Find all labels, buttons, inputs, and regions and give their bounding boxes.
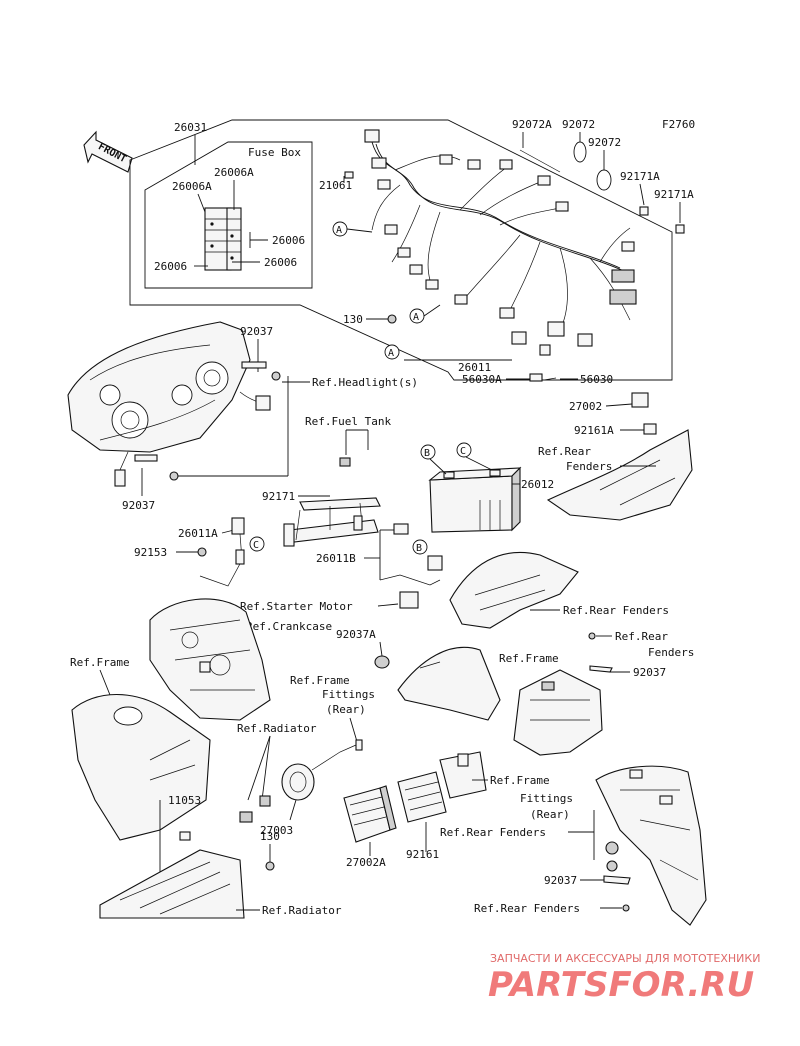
part-label-26006-right-1: 26006 <box>272 234 305 247</box>
ref-frame-fittings-1-c: (Rear) <box>326 703 366 716</box>
ref-rear-fenders-3-b: Fenders <box>648 646 694 659</box>
rear-fender-lower <box>595 765 707 926</box>
ref-radiator-1: Ref.Radiator <box>237 722 317 735</box>
callout-b-1 <box>420 444 436 460</box>
main-wiring-harness <box>344 129 637 356</box>
part-label-27002A: 27002A <box>346 856 386 869</box>
part-label-92072A: 92072A <box>512 118 552 131</box>
ref-rear-fenders-1-a: Ref.Rear <box>538 445 591 458</box>
part-label-92037-right: 92037 <box>633 666 666 679</box>
ref-starter-motor: Ref.Starter Motor <box>240 600 353 613</box>
fuel-tank-subharness <box>283 457 381 547</box>
part-label-26011B: 26011B <box>316 552 356 565</box>
part-label-92171A-1: 92171A <box>620 170 660 183</box>
harness-group-outline <box>129 119 673 381</box>
callout-b-1-label: B <box>424 448 430 459</box>
ref-fuel-tank: Ref.Fuel Tank <box>305 415 391 428</box>
callout-b-2 <box>412 539 428 555</box>
callout-a-3 <box>384 344 400 360</box>
horn-27003 <box>239 739 363 823</box>
part-label-92037-upper: 92037 <box>240 325 273 338</box>
callout-a-3-label: A <box>388 348 394 359</box>
ecu-27002A <box>343 785 397 843</box>
part-label-26006-left: 26006 <box>154 260 187 273</box>
part-label-92161A: 92161A <box>574 424 614 437</box>
part-label-92161: 92161 <box>406 848 439 861</box>
watermark-tagline: ЗАПЧАСТИ И АКСЕССУАРЫ ДЛЯ МОТОТЕХНИКИ <box>490 952 760 965</box>
ref-frame-middle: Ref.Frame <box>499 652 559 665</box>
part-label-92037-bottom: 92037 <box>544 874 577 887</box>
radiator <box>99 831 245 919</box>
ref-radiator-2: Ref.Radiator <box>262 904 342 917</box>
ref-rear-fenders-3-a: Ref.Rear <box>615 630 668 643</box>
part-label-26012: 26012 <box>521 478 554 491</box>
rear-fender-upper <box>546 429 693 521</box>
part-label-26006A-left: 26006A <box>172 180 212 193</box>
callout-c-1-label: C <box>460 446 466 457</box>
part-label-130-upper: 130 <box>343 313 363 326</box>
part-label-92171: 92171 <box>262 490 295 503</box>
watermark-brand: PARTSFOR.RU <box>488 965 754 1005</box>
part-label-92037A: 92037A <box>336 628 376 641</box>
ref-frame-fittings-2-a: Ref.Frame <box>490 774 550 787</box>
part-label-92171A-2: 92171A <box>654 188 694 201</box>
crankcase <box>149 598 271 721</box>
part-label-26006A-upper: 26006A <box>214 166 254 179</box>
ref-frame-left: Ref.Frame <box>70 656 130 669</box>
part-label-27002: 27002 <box>569 400 602 413</box>
part-label-26006-right-2: 26006 <box>264 256 297 269</box>
ref-frame-fittings-2-c: (Rear) <box>530 808 570 821</box>
part-label-92072-2: 92072 <box>588 136 621 149</box>
figure-code: F2760 <box>662 118 695 131</box>
part-label-11053: 11053 <box>168 794 201 807</box>
ref-frame-fittings-1-b: Fittings <box>322 688 375 701</box>
part-label-92037-lower: 92037 <box>122 499 155 512</box>
part-label-56030A: 56030A <box>462 373 502 386</box>
callout-a-2-label: A <box>413 312 419 323</box>
ref-headlight: Ref.Headlight(s) <box>312 376 418 389</box>
part-label-56030: 56030 <box>580 373 613 386</box>
part-label-92153: 92153 <box>134 546 167 559</box>
callout-c-2 <box>249 536 265 552</box>
callout-b-2-label: B <box>416 543 422 554</box>
ref-rear-fenders-1-b: Fenders <box>566 460 612 473</box>
part-label-130-lower: 130 <box>260 830 280 843</box>
part-label-27003: 27003 <box>260 824 293 837</box>
part-label-26011A: 26011A <box>178 527 218 540</box>
fuse-box-title: Fuse Box <box>248 146 301 159</box>
fuse-box: Fuse Box <box>144 141 313 289</box>
starter-relay <box>399 591 419 609</box>
relay-27002 <box>631 392 649 408</box>
headlight-assembly <box>67 321 271 487</box>
part-label-92072-1: 92072 <box>562 118 595 131</box>
battery <box>428 466 522 533</box>
ref-frame-fittings-2-b: Fittings <box>520 792 573 805</box>
frame-left <box>71 694 211 841</box>
regulator-92161 <box>397 751 487 823</box>
part-label-26031: 26031 <box>174 121 207 134</box>
callout-c-1 <box>456 442 472 458</box>
front-arrow-icon: FRONT <box>83 130 133 173</box>
part-label-26011: 26011 <box>458 361 491 374</box>
callout-c-2-label: C <box>253 540 259 551</box>
bracket-92037A <box>397 646 501 721</box>
frame-fitting-rear-middle <box>513 669 603 756</box>
ref-rear-fenders-5: Ref.Rear Fenders <box>474 902 580 915</box>
rear-fender-middle <box>449 551 579 629</box>
ref-frame-fittings-1-a: Ref.Frame <box>290 674 350 687</box>
ref-rear-fenders-4: Ref.Rear Fenders <box>440 826 546 839</box>
ref-crankcase: Ref.Crankcase <box>246 620 332 633</box>
callout-a-1-label: A <box>336 225 342 236</box>
part-label-21061: 21061 <box>319 179 352 192</box>
ref-rear-fenders-2: Ref.Rear Fenders <box>563 604 669 617</box>
